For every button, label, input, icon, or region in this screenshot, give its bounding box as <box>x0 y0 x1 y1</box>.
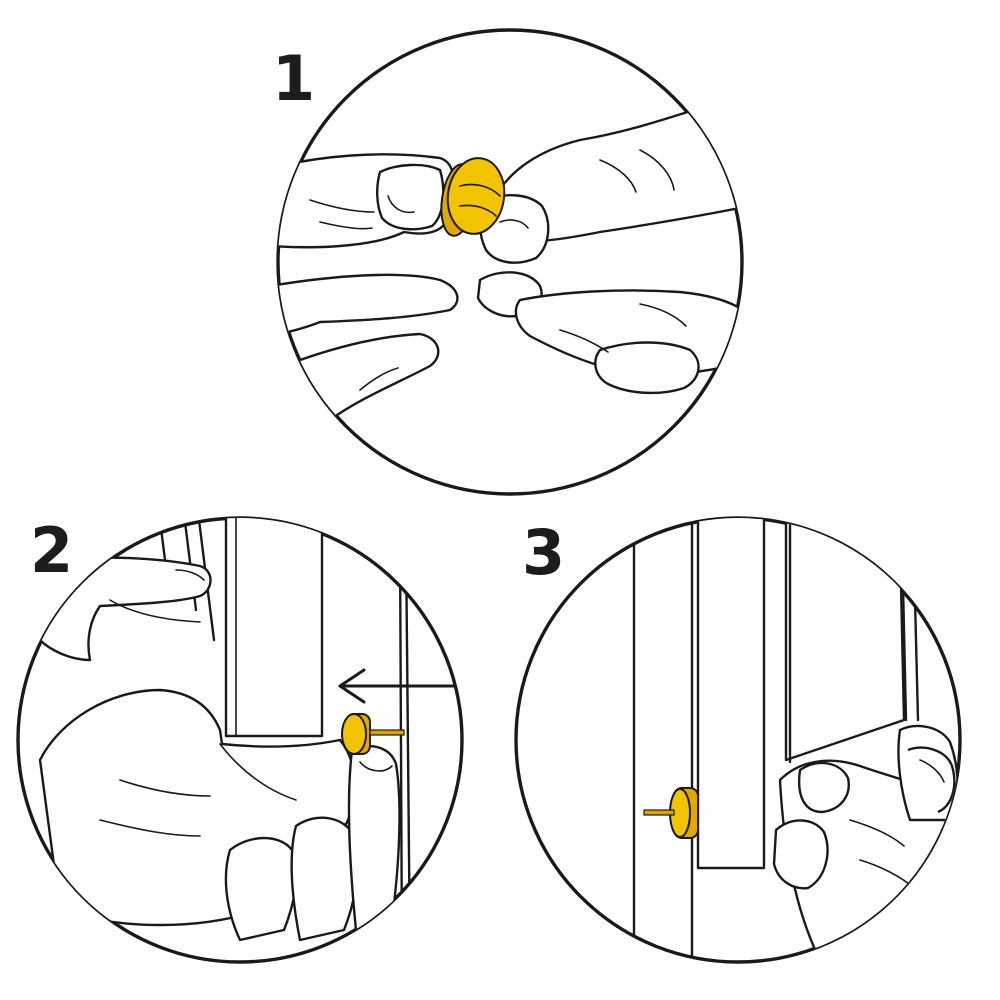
thumb <box>347 744 401 932</box>
step-3-panel <box>514 516 962 964</box>
step-3-illustration <box>632 518 960 962</box>
bumper-held <box>440 157 506 237</box>
door-edge-closing <box>696 518 766 870</box>
step-2-panel <box>16 516 464 964</box>
step-1-panel <box>276 28 744 496</box>
bumper-installed <box>643 787 699 839</box>
bumper-step2 <box>341 713 405 755</box>
step-2-number: 2 <box>30 514 74 587</box>
left-thumb <box>376 163 445 231</box>
step-1-number: 1 <box>272 42 316 115</box>
step-2-illustration <box>38 518 458 962</box>
door-edge <box>224 518 324 738</box>
arrow-left-icon <box>338 668 458 704</box>
step-1-illustration <box>278 94 742 429</box>
step-3-number: 3 <box>522 516 566 589</box>
